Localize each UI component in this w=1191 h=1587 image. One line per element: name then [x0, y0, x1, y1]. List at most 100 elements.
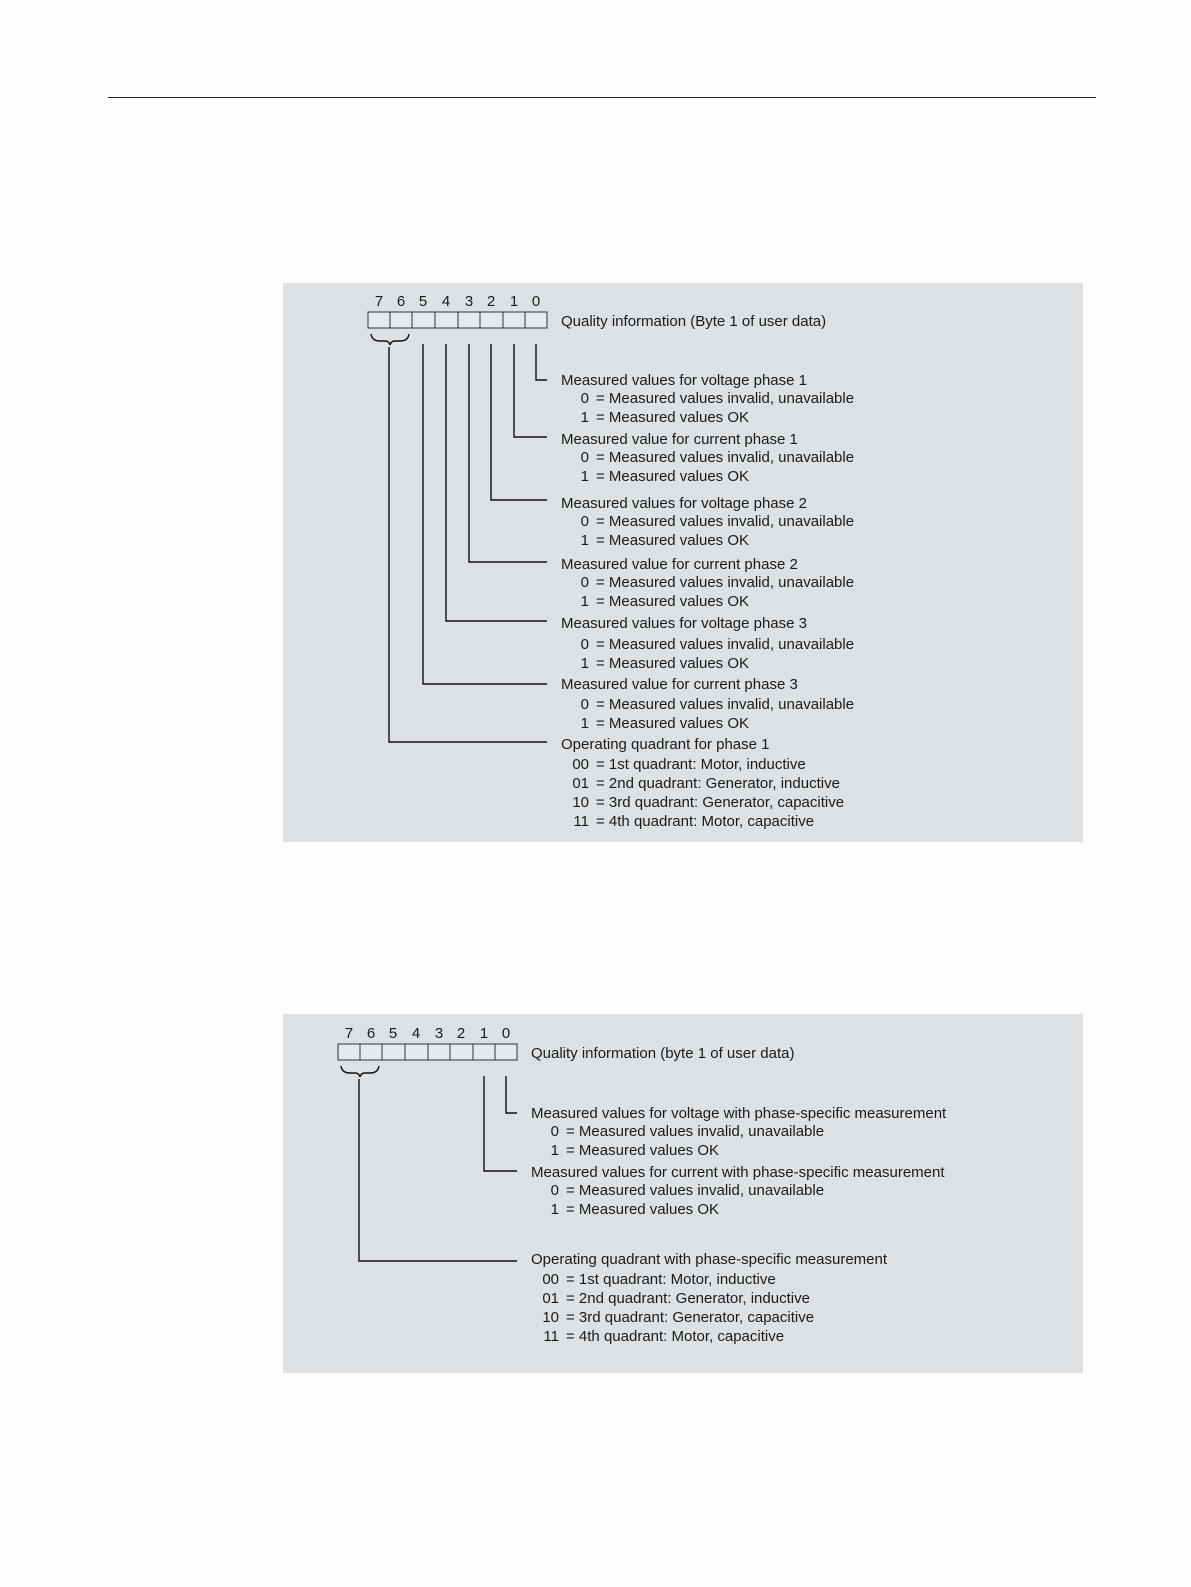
- bit-numbers: 7 6 5 4 3 2 1 0: [375, 293, 540, 310]
- brace-bits-7-6: [340, 1065, 380, 1078]
- field-bit-0: Measured values for voltage phase 1 0 = …: [561, 372, 854, 426]
- value-text: = Measured values OK: [566, 1142, 719, 1159]
- bit-number-5: 5: [389, 1025, 397, 1042]
- field-bit-4: Measured values for voltage phase 3 0 = …: [561, 615, 854, 672]
- field-bit-3: Measured value for current phase 2 0 = M…: [561, 556, 854, 610]
- value-text: = 3rd quadrant: Generator, capacitive: [596, 794, 844, 811]
- field-label: Measured value for current phase 2: [561, 556, 798, 573]
- byte-cells: [367, 311, 548, 329]
- bit-cell-4: [434, 311, 459, 329]
- value-code: 01: [542, 1290, 559, 1307]
- value-code: 0: [581, 449, 589, 466]
- value-code: 11: [573, 813, 589, 830]
- bit-cell-1: [472, 1043, 496, 1061]
- bit-number-1: 1: [510, 293, 518, 310]
- bit-number-0: 0: [532, 293, 540, 310]
- bit-number-4: 4: [412, 1025, 420, 1042]
- bit-numbers: 7 6 5 4 3 2 1 0: [345, 1025, 510, 1042]
- bit-cell-0: [494, 1043, 518, 1061]
- field-bits-6-7: Operating quadrant with phase-specific m…: [531, 1251, 888, 1345]
- value-text: = 2nd quadrant: Generator, inductive: [596, 775, 840, 792]
- value-code: 1: [551, 1201, 559, 1218]
- diagram-title: Quality information (byte 1 of user data…: [531, 1045, 794, 1062]
- bit-cell-5: [381, 1043, 406, 1061]
- value-code: 1: [551, 1142, 559, 1159]
- field-bit-1: Measured values for current with phase-s…: [531, 1164, 945, 1218]
- value-text: = 1st quadrant: Motor, inductive: [566, 1271, 776, 1288]
- field-bit-5: Measured value for current phase 3 0 = M…: [561, 676, 854, 732]
- field-label: Measured values for voltage with phase-s…: [531, 1105, 947, 1122]
- field-label: Measured values for voltage phase 2: [561, 495, 807, 512]
- value-text: = Measured values invalid, unavailable: [596, 636, 854, 653]
- value-text: = Measured values OK: [596, 715, 749, 732]
- leader-bit-5: [422, 344, 547, 685]
- value-code: 0: [581, 390, 589, 407]
- bit-number-6: 6: [397, 293, 405, 310]
- value-text: = Measured values OK: [596, 532, 749, 549]
- leader-bit-1: [513, 344, 547, 438]
- leader-bits-6-7: [358, 1079, 517, 1262]
- value-text: = 3rd quadrant: Generator, capacitive: [566, 1309, 814, 1326]
- value-code: 10: [542, 1309, 559, 1326]
- value-text: = Measured values invalid, unavailable: [596, 449, 854, 466]
- bit-cell-2: [479, 311, 504, 329]
- value-text: = Measured values OK: [596, 409, 749, 426]
- bit-number-6: 6: [367, 1025, 375, 1042]
- value-code: 1: [581, 409, 589, 426]
- field-label: Operating quadrant with phase-specific m…: [531, 1251, 888, 1268]
- quality-info-diagram-phase-specific: 7 6 5 4 3 2 1 0 Quality information (byt…: [283, 1014, 1083, 1373]
- bit-cell-7: [337, 1043, 361, 1061]
- leader-bit-4: [445, 344, 547, 622]
- value-code: 0: [581, 696, 589, 713]
- bit-cell-3: [427, 1043, 451, 1061]
- value-text: = 4th quadrant: Motor, capacitive: [596, 813, 814, 830]
- value-text: = Measured values invalid, unavailable: [566, 1123, 824, 1140]
- brace-bits-7-6: [370, 333, 410, 346]
- bit-cell-6: [389, 311, 413, 329]
- field-label: Operating quadrant for phase 1: [561, 736, 769, 753]
- leader-bit-2: [490, 344, 547, 501]
- bit-number-1: 1: [480, 1025, 488, 1042]
- value-code: 0: [581, 513, 589, 530]
- bit-cell-1: [502, 311, 526, 329]
- value-code: 1: [581, 655, 589, 672]
- field-bit-2: Measured values for voltage phase 2 0 = …: [561, 495, 854, 549]
- bit-cell-0: [524, 311, 548, 329]
- bit-number-4: 4: [442, 293, 450, 310]
- leader-bit-3: [468, 344, 547, 563]
- bit-number-7: 7: [375, 293, 383, 310]
- field-label: Measured values for voltage phase 1: [561, 372, 807, 389]
- value-text: = Measured values invalid, unavailable: [566, 1182, 824, 1199]
- value-code: 0: [581, 636, 589, 653]
- bit-number-7: 7: [345, 1025, 353, 1042]
- bit-cell-3: [457, 311, 481, 329]
- quality-info-diagram-phase: 7 6 5 4 3 2 1 0 Quality information (Byt…: [283, 283, 1083, 842]
- bit-cell-6: [359, 1043, 383, 1061]
- value-code: 1: [581, 532, 589, 549]
- bit-cell-2: [449, 1043, 474, 1061]
- field-bit-0: Measured values for voltage with phase-s…: [531, 1105, 947, 1159]
- bit-number-0: 0: [502, 1025, 510, 1042]
- value-code: 1: [581, 468, 589, 485]
- value-text: = Measured values invalid, unavailable: [596, 696, 854, 713]
- value-code: 1: [581, 593, 589, 610]
- leader-bit-0: [505, 1076, 517, 1114]
- value-text: = Measured values OK: [596, 655, 749, 672]
- value-text: = 1st quadrant: Motor, inductive: [596, 756, 806, 773]
- bit-number-3: 3: [465, 293, 473, 310]
- field-label: Measured value for current phase 1: [561, 431, 798, 448]
- leader-bit-0: [535, 344, 547, 381]
- field-bit-1: Measured value for current phase 1 0 = M…: [561, 431, 854, 485]
- bit-diagram-2: 7 6 5 4 3 2 1 0 Quality information (byt…: [337, 1025, 947, 1345]
- bit-number-2: 2: [487, 293, 495, 310]
- value-text: = Measured values OK: [596, 593, 749, 610]
- value-text: = Measured values invalid, unavailable: [596, 390, 854, 407]
- value-code: 01: [572, 775, 589, 792]
- value-code: 1: [581, 715, 589, 732]
- leader-bit-1: [483, 1076, 517, 1172]
- byte-cells: [337, 1043, 518, 1061]
- value-code: 0: [551, 1182, 559, 1199]
- value-code: 0: [551, 1123, 559, 1140]
- value-code: 00: [572, 756, 589, 773]
- bit-cell-5: [411, 311, 436, 329]
